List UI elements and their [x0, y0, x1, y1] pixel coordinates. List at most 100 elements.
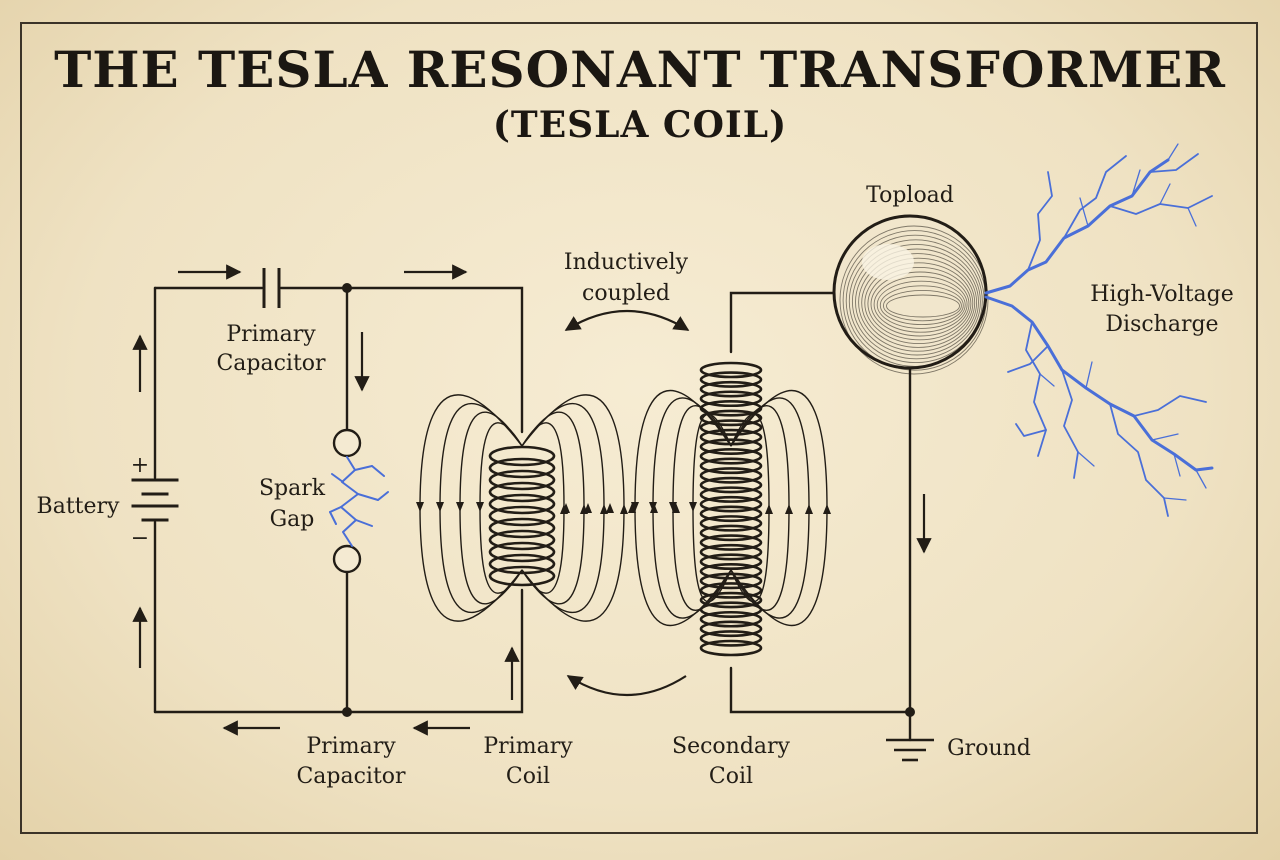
- coupling-arrow-top: [564, 309, 690, 331]
- primary-coil-turn: [488, 505, 556, 527]
- discharge-branch: [1109, 403, 1169, 517]
- discharge-branch: [1027, 171, 1053, 271]
- topload-hatch: [839, 225, 989, 375]
- primary-coil-turn: [488, 517, 556, 539]
- primary-capacitor-top-label-line2: Capacitor: [216, 351, 326, 376]
- field-arrow: [765, 504, 773, 514]
- field-arrow: [416, 502, 424, 512]
- field-arrow: [650, 503, 658, 513]
- secondary-coil-turn: [699, 447, 763, 465]
- secondary-coil-turn: [699, 572, 763, 590]
- current-arrows: [132, 264, 932, 736]
- primary-capacitor-symbol: [262, 268, 281, 308]
- discharge-twig: [1187, 207, 1197, 227]
- page-subtitle: (TESLA COIL): [492, 104, 788, 146]
- primary-coil-label-line2: Coil: [506, 764, 550, 789]
- inductively-coupled-label-line1: Inductively: [564, 250, 689, 275]
- field-arrow: [476, 502, 484, 512]
- secondary-coil-turn: [699, 524, 763, 542]
- battery-minus-sign: −: [131, 526, 149, 551]
- discharge-branch: [1061, 369, 1079, 479]
- secondary-coil-turn: [699, 438, 763, 455]
- discharge-twig: [1163, 497, 1187, 501]
- primary-coil-turn: [488, 553, 556, 575]
- battery-label: Battery: [37, 494, 121, 519]
- discharge-twig: [1077, 451, 1095, 467]
- coupling-arrow-bottom: [566, 675, 687, 697]
- secondary-coil-turn: [699, 543, 763, 561]
- secondary-coil-turn: [699, 639, 763, 657]
- secondary-coil-turn: [699, 467, 763, 484]
- secondary-coil-turn: [699, 582, 763, 599]
- discharge-branch: [1149, 153, 1199, 173]
- secondary-coil-turn: [699, 630, 763, 647]
- discharge-branch: [1007, 345, 1049, 373]
- primary-coil-turn: [488, 565, 556, 587]
- secondary-coil-turn: [699, 361, 763, 379]
- secondary-coil-turn: [699, 620, 763, 638]
- field-arrow: [456, 502, 464, 512]
- secondary-coil-label-line2: Coil: [709, 764, 753, 789]
- secondary-coil-turn: [699, 553, 763, 571]
- topload-hatch: [845, 234, 985, 367]
- primary-circuit-wires: [153, 286, 524, 714]
- field-arrow: [620, 504, 628, 514]
- secondary-coil-turn: [699, 390, 763, 408]
- primary-coil-turn: [488, 481, 556, 503]
- topload-hatch: [855, 248, 979, 356]
- primary-capacitor-bottom-label-line1: Primary: [306, 734, 396, 759]
- field-arrow: [562, 503, 570, 513]
- discharge-branch: [1133, 395, 1207, 417]
- page-title: THE TESLA RESONANT TRANSFORMER: [54, 40, 1226, 99]
- secondary-coil-turn: [699, 371, 763, 388]
- discharge-branch: [1025, 321, 1047, 457]
- topload-hatch: [870, 271, 970, 337]
- discharge-twig: [1167, 143, 1179, 161]
- field-arrow: [669, 502, 677, 512]
- discharge-twig: [1173, 453, 1181, 477]
- topload-hatch: [864, 262, 974, 345]
- field-arrow: [805, 504, 813, 514]
- topload-hatch: [873, 276, 968, 333]
- discharge-label-line2: Discharge: [1105, 312, 1218, 337]
- discharge-twig: [1159, 183, 1171, 205]
- topload-hatch: [851, 243, 981, 360]
- secondary-coil-turn: [699, 495, 763, 513]
- spark-gap-arc: [329, 456, 389, 547]
- field-arrow: [436, 502, 444, 512]
- field-arrow: [584, 503, 592, 513]
- secondary-coil-turn: [699, 380, 763, 398]
- secondary-coil-turn: [699, 534, 763, 551]
- field-arrow: [600, 504, 608, 514]
- field-arrow: [672, 503, 680, 513]
- topload-hatch: [842, 230, 987, 371]
- ground-junction-dot: [905, 707, 915, 717]
- topload-sphere: [832, 214, 989, 375]
- page-border: [20, 22, 1258, 834]
- discharge-twig: [1039, 373, 1055, 387]
- primary-coil-label-line1: Primary: [483, 734, 573, 759]
- topload-hatch: [879, 285, 964, 326]
- ground-symbol: [886, 738, 934, 762]
- discharge-twig: [1151, 433, 1179, 441]
- discharge-twig: [1195, 469, 1207, 489]
- topload-hatch: [886, 294, 960, 318]
- discharge-twig: [1131, 169, 1141, 197]
- secondary-coil-turn: [699, 476, 763, 494]
- primary-coil-turn: [488, 445, 556, 467]
- junction-dot-bottom: [342, 707, 352, 717]
- secondary-coil-turn: [699, 610, 763, 628]
- discharge-branch: [984, 295, 1214, 472]
- primary-capacitor-bottom-label-line2: Capacitor: [296, 764, 406, 789]
- ground-label: Ground: [947, 736, 1031, 761]
- topload-label: Topload: [866, 183, 954, 208]
- spark-gap-electrode-bottom: [332, 544, 362, 574]
- primary-coil-turn: [488, 529, 556, 551]
- high-voltage-discharge: [984, 143, 1214, 517]
- discharge-branch: [1063, 155, 1127, 239]
- secondary-coil: [699, 361, 763, 657]
- discharge-branch: [1015, 423, 1047, 437]
- battery-plus-sign: +: [131, 453, 149, 478]
